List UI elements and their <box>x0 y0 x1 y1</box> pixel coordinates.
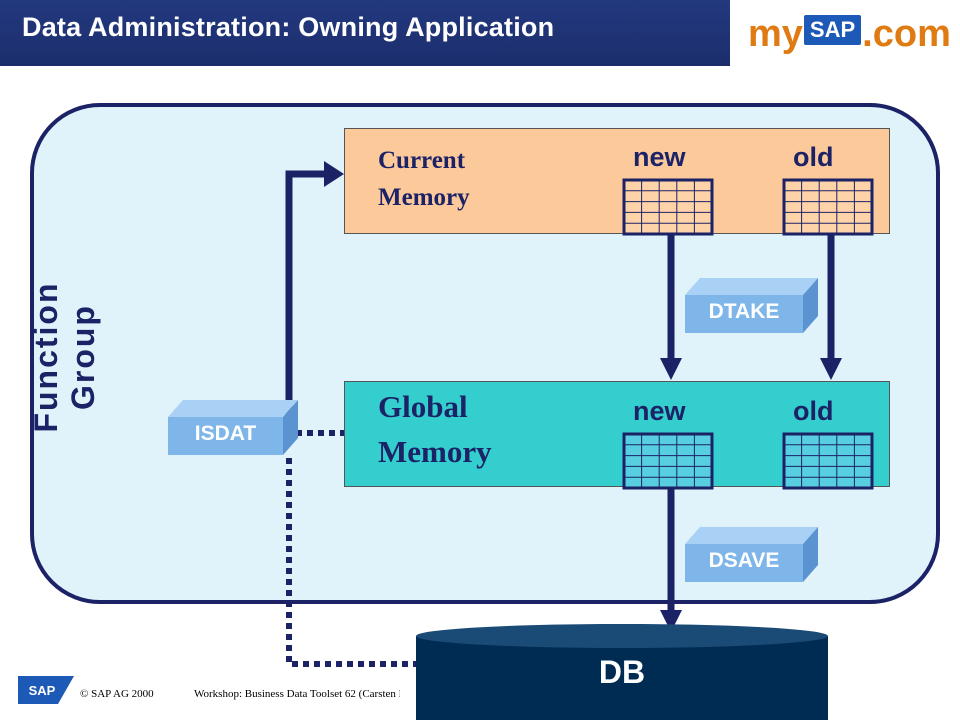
global-old-label: old <box>793 396 834 426</box>
current-old-table-icon <box>782 178 874 236</box>
current-old-label: old <box>793 142 834 172</box>
isdat-to-current-arrow <box>285 170 326 432</box>
dtake-box <box>685 278 818 333</box>
dtake-label: DTAKE <box>708 300 780 323</box>
current-old-to-global-arrowhead <box>820 358 842 380</box>
global-to-db-arrowhead <box>660 610 682 632</box>
isdat-db-dotted-line <box>286 458 416 667</box>
isdat-box <box>168 400 298 455</box>
sap-footer-logo-text: SAP <box>28 683 56 698</box>
db-label: DB <box>598 654 646 690</box>
global-new-table-icon <box>622 432 714 490</box>
current-new-to-global-arrowhead <box>660 358 682 380</box>
dsave-box <box>685 527 818 582</box>
dsave-label: DSAVE <box>708 549 780 572</box>
header-bar <box>0 0 730 66</box>
logo-sap: SAP <box>803 15 862 45</box>
current-memory-label-line2: Memory <box>378 184 470 211</box>
current-new-label: new <box>633 142 686 172</box>
sap-footer-logo <box>18 676 74 704</box>
isdat-label: ISDAT <box>194 422 257 445</box>
db-cylinder-icon <box>416 624 828 720</box>
global-old-table-icon <box>782 432 874 490</box>
footer-copyright: © SAP AG 2000 <box>80 688 154 700</box>
page-title: Data Administration: Owning Application <box>22 12 555 42</box>
footer-workshop-text: Workshop: Business Data Toolset 62 (Cars… <box>194 688 400 700</box>
global-new-label: new <box>633 396 686 426</box>
logo-dotcom: .com <box>862 12 951 55</box>
global-memory-label-line2: Memory <box>378 434 492 469</box>
current-new-table-icon <box>622 178 714 236</box>
logo-my: my <box>748 12 803 55</box>
current-memory-label-line1: Current <box>378 147 466 174</box>
isdat-arrowhead <box>324 161 344 187</box>
global-memory-label-line1: Global <box>378 389 468 424</box>
